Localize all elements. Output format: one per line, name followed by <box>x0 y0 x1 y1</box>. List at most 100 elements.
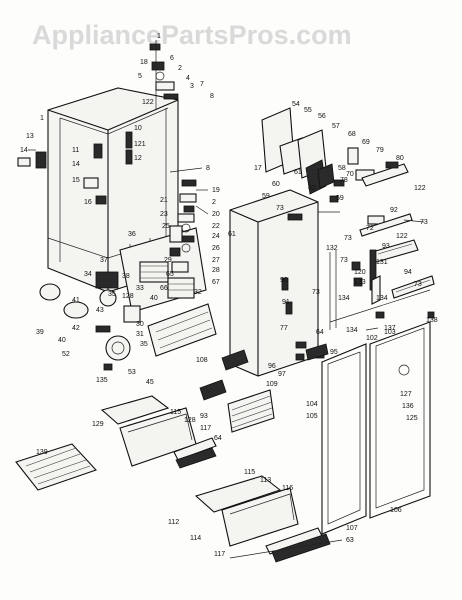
callout-112: 112 <box>168 519 179 526</box>
callout-40: 40 <box>58 337 66 344</box>
callout-20: 20 <box>212 211 220 218</box>
callout-94: 94 <box>404 269 412 276</box>
callout-129: 129 <box>92 421 104 428</box>
callout-53: 53 <box>128 369 136 376</box>
side-hardware <box>17 131 133 205</box>
callout-122a: 122 <box>142 99 154 106</box>
callout-15: 15 <box>72 177 80 184</box>
callout-21: 21 <box>160 197 168 204</box>
callout-73a: 73 <box>276 205 284 212</box>
callout-66: 66 <box>160 285 168 292</box>
callout-62: 62 <box>308 185 316 192</box>
callout-11: 11 <box>72 147 79 154</box>
callout-120: 120 <box>354 269 366 276</box>
upper-panels <box>261 107 409 203</box>
callout-56: 56 <box>318 113 326 120</box>
callout-116: 116 <box>282 485 293 492</box>
callout-93: 93 <box>200 413 208 420</box>
callout-41: 41 <box>72 297 80 304</box>
center-column <box>147 179 217 357</box>
callout-36: 36 <box>128 231 136 238</box>
callout-122: 122 <box>414 185 426 192</box>
callout-4: 4 <box>186 75 190 82</box>
callout-114: 114 <box>190 535 201 542</box>
leader-lines <box>28 149 425 559</box>
watermark: AppliancePartsPros.com <box>32 20 352 50</box>
callout-92: 92 <box>390 207 398 214</box>
callout-139: 139 <box>36 449 48 456</box>
callout-23: 23 <box>160 211 168 218</box>
callout-102: 102 <box>366 335 378 342</box>
callout-39: 39 <box>36 329 44 336</box>
callout-131: 131 <box>376 259 388 266</box>
callout-77: 77 <box>280 325 288 332</box>
callout-69: 69 <box>362 139 370 146</box>
callout-7: 7 <box>200 81 204 88</box>
callout-117: 117 <box>200 425 211 432</box>
callout-138: 138 <box>426 317 438 324</box>
callout-135: 135 <box>96 377 108 384</box>
callout-5: 5 <box>138 73 142 80</box>
callout-105: 105 <box>306 413 318 420</box>
callout-73b: 73 <box>420 219 428 226</box>
callout-95: 95 <box>330 349 338 356</box>
callout-109: 109 <box>266 381 278 388</box>
callout-108: 108 <box>196 357 208 364</box>
callout-22: 22 <box>212 223 220 230</box>
freezer-liner <box>229 189 325 377</box>
callout-67: 67 <box>212 279 220 286</box>
callout-59: 59 <box>336 195 344 202</box>
callout-73e: 73 <box>414 281 422 288</box>
callout-33: 33 <box>136 285 144 292</box>
callout-14: 14 <box>20 147 28 154</box>
callout-64b: 64 <box>214 435 222 442</box>
callout-43: 43 <box>96 307 104 314</box>
callout-132: 132 <box>326 245 338 252</box>
callout-106: 106 <box>390 507 402 514</box>
crisper-bottom <box>194 475 331 563</box>
callout-3: 3 <box>190 83 194 90</box>
callout-117b: 117 <box>214 551 225 558</box>
callout-16: 16 <box>84 199 92 206</box>
callout-labels: 1 2 3 4 5 6 7 8 18 122 1 13 14 11 14 15 … <box>20 33 438 558</box>
callout-14b: 14 <box>72 161 80 168</box>
callout-1: 1 <box>157 33 161 40</box>
callout-34: 34 <box>84 271 92 278</box>
callout-1b: 1 <box>40 115 44 122</box>
callout-68: 68 <box>348 131 356 138</box>
callout-91: 91 <box>282 299 290 306</box>
callout-73f: 73 <box>312 289 320 296</box>
callout-93b: 93 <box>382 243 390 250</box>
callout-10: 10 <box>134 125 142 132</box>
callout-104: 104 <box>306 401 318 408</box>
callout-136: 136 <box>402 403 414 410</box>
callout-38: 38 <box>122 273 130 280</box>
callout-121: 121 <box>134 141 146 148</box>
callout-73d: 73 <box>340 257 348 264</box>
callout-35b: 35 <box>108 291 116 298</box>
callout-134b: 134 <box>376 295 388 302</box>
callout-107: 107 <box>346 525 358 532</box>
callout-52: 52 <box>62 351 70 358</box>
callout-45: 45 <box>146 379 154 386</box>
callout-78: 78 <box>340 177 348 184</box>
callout-64a: 64 <box>316 329 324 336</box>
callout-2: 2 <box>178 65 182 72</box>
callout-2b: 2 <box>212 199 216 206</box>
door-gaskets <box>321 321 431 535</box>
callout-59b: 59 <box>262 193 270 200</box>
callout-113: 113 <box>260 477 271 484</box>
callout-18: 18 <box>140 59 148 66</box>
callout-115: 115 <box>170 409 181 416</box>
callout-73c: 73 <box>344 235 352 242</box>
callout-70: 70 <box>346 171 354 178</box>
callout-25: 25 <box>162 223 170 230</box>
callout-55: 55 <box>304 107 312 114</box>
callout-63: 63 <box>346 537 354 544</box>
callout-8b: 8 <box>206 165 210 172</box>
callout-128: 128 <box>122 293 134 300</box>
callout-134a: 134 <box>338 295 350 302</box>
callout-6: 6 <box>170 55 174 62</box>
